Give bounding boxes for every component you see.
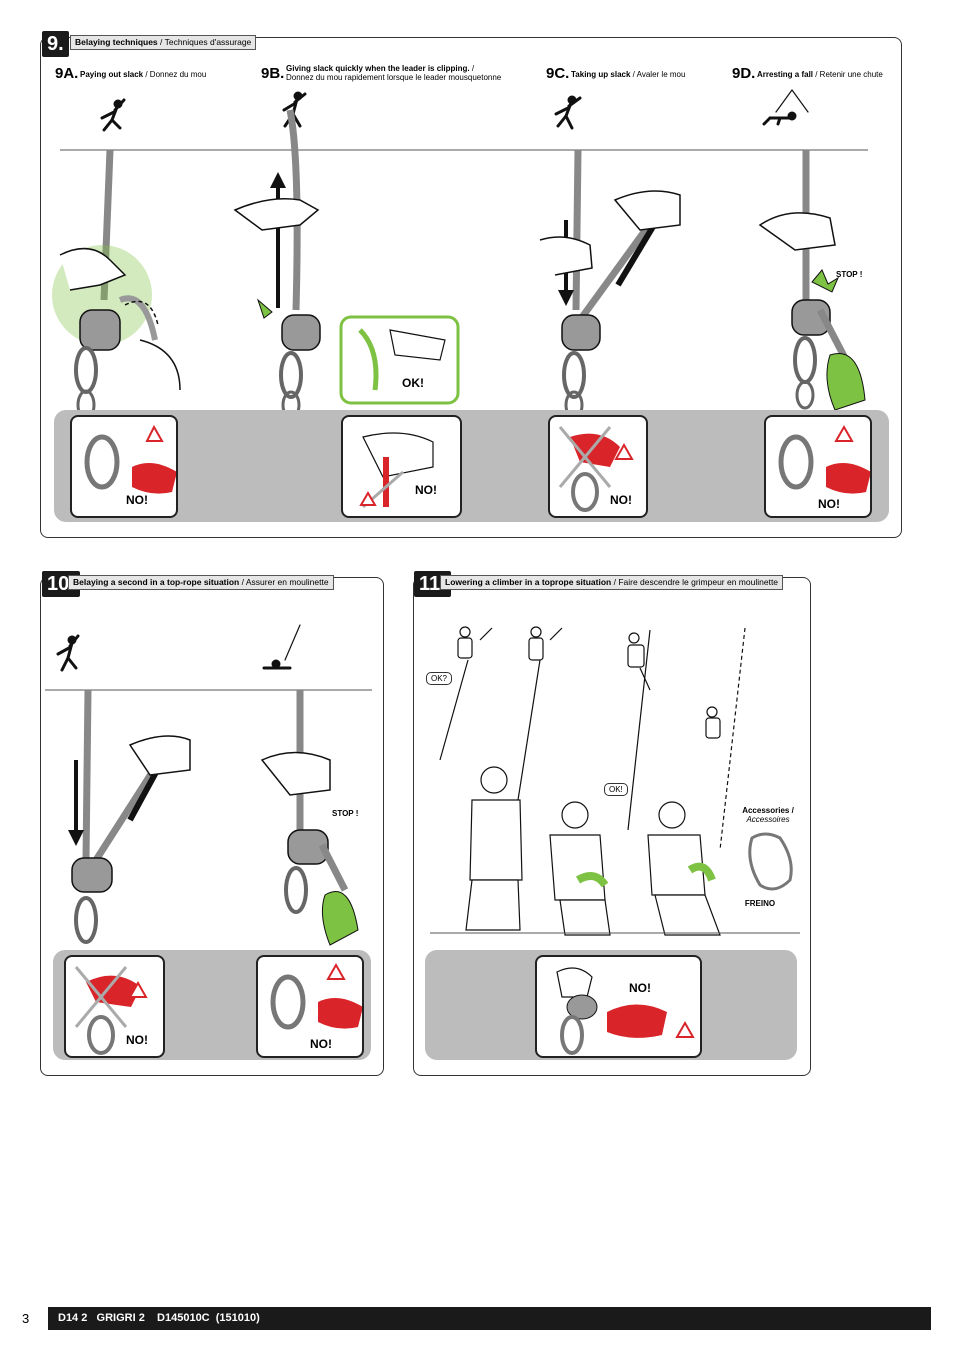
- section-11-title-fr: / Faire descendre le grimpeur en mouline…: [611, 577, 779, 587]
- step-9d-label-en: Arresting a fall: [757, 70, 814, 79]
- step-9d-label: Arresting a fall / Retenir une chute: [757, 70, 883, 79]
- step-9b-label-fr: /: [469, 64, 475, 73]
- climber-10-left-icon: [56, 634, 80, 672]
- no-label-10-right: NO!: [310, 1037, 332, 1051]
- section-10-title: Belaying a second in a top-rope situatio…: [68, 575, 334, 590]
- warning-9b: NO!: [341, 415, 462, 518]
- step-9d-number: 9D.: [732, 65, 756, 82]
- stop-label-9d: STOP !: [836, 270, 863, 279]
- accessories-label-fr: Accessoires: [746, 815, 790, 824]
- step-9a-label-en: Paying out slack: [80, 70, 144, 79]
- section-10-title-en: Belaying a second in a top-rope situatio…: [73, 577, 240, 587]
- no-label-9c: NO!: [610, 493, 632, 507]
- freino-label: FREINO: [744, 899, 776, 908]
- climber-11a-icon: [439, 626, 493, 761]
- ok-question-bubble: OK?: [426, 672, 453, 685]
- page-number: 3: [22, 1311, 30, 1326]
- step-9a-label-fr: / Donnez du mou: [143, 70, 207, 79]
- stop-label-10: STOP !: [332, 809, 359, 818]
- warning-9a: NO!: [70, 415, 178, 518]
- step-9c-label-en: Taking up slack: [571, 70, 631, 79]
- climber-9a-icon: [100, 98, 126, 132]
- climber-9c-icon: [554, 95, 582, 130]
- climber-11b-icon: [517, 626, 563, 801]
- section-9-title: Belaying techniques / Techniques d'assur…: [70, 35, 257, 50]
- section-9-warning-band: [54, 410, 889, 522]
- ok-answer-bubble: OK!: [604, 783, 628, 796]
- warning-9d: NO!: [764, 415, 872, 518]
- step-9a-label: Paying out slack / Donnez du mou: [80, 70, 206, 79]
- step-9c-label: Taking up slack / Avaler le mou: [571, 70, 685, 79]
- step-9b-label-en: Giving slack quickly when the leader is …: [286, 64, 470, 73]
- step-9b-label-fr2: Donnez du mou rapidement lorsque le lead…: [286, 73, 502, 82]
- step-9b-number: 9B.: [261, 65, 285, 82]
- footer-text: D14 2 GRIGRI 2 D145010C (151010): [58, 1312, 260, 1324]
- no-label-10-left: NO!: [126, 1033, 148, 1047]
- no-label-9b: NO!: [415, 483, 437, 497]
- warning-9c: NO!: [548, 415, 648, 518]
- warning-10-left: NO!: [64, 955, 165, 1058]
- section-9-title-fr: / Techniques d'assurage: [157, 37, 252, 47]
- step-9a-number: 9A.: [55, 65, 79, 82]
- climber-9d-icon: [762, 89, 809, 126]
- no-label-11: NO!: [629, 981, 651, 995]
- belayer-11b-icon: [549, 801, 611, 936]
- accessories-label-en: Accessories /: [742, 806, 794, 815]
- accessories-label: Accessories / Accessoires: [738, 806, 798, 824]
- no-label-9a: NO!: [126, 493, 148, 507]
- step-9d-label-fr: / Retenir une chute: [813, 70, 883, 79]
- no-label-9d: NO!: [818, 497, 840, 511]
- section-11-title: Lowering a climber in a toprope situatio…: [440, 575, 784, 590]
- belayer-11a-icon: [465, 766, 523, 931]
- climber-11d-icon: [705, 627, 746, 851]
- warning-10-right: NO!: [256, 955, 364, 1058]
- belayer-11c-icon: [647, 801, 721, 936]
- ok-label-9b: OK!: [398, 375, 428, 391]
- warning-11: NO!: [535, 955, 702, 1058]
- section-11-title-en: Lowering a climber in a toprope situatio…: [445, 577, 612, 587]
- section-10-title-fr: / Assurer en moulinette: [239, 577, 329, 587]
- step-9b-label: Giving slack quickly when the leader is …: [286, 64, 501, 82]
- climber-11c-icon: [627, 629, 651, 831]
- section-9-title-en: Belaying techniques: [75, 37, 158, 47]
- section-9-number: 9.: [42, 31, 69, 57]
- step-9c-number: 9C.: [546, 65, 570, 82]
- climber-10-right-icon: [262, 624, 301, 670]
- step-9c-label-fr: / Avaler le mou: [630, 70, 686, 79]
- footer-bar: D14 2 GRIGRI 2 D145010C (151010): [48, 1307, 931, 1330]
